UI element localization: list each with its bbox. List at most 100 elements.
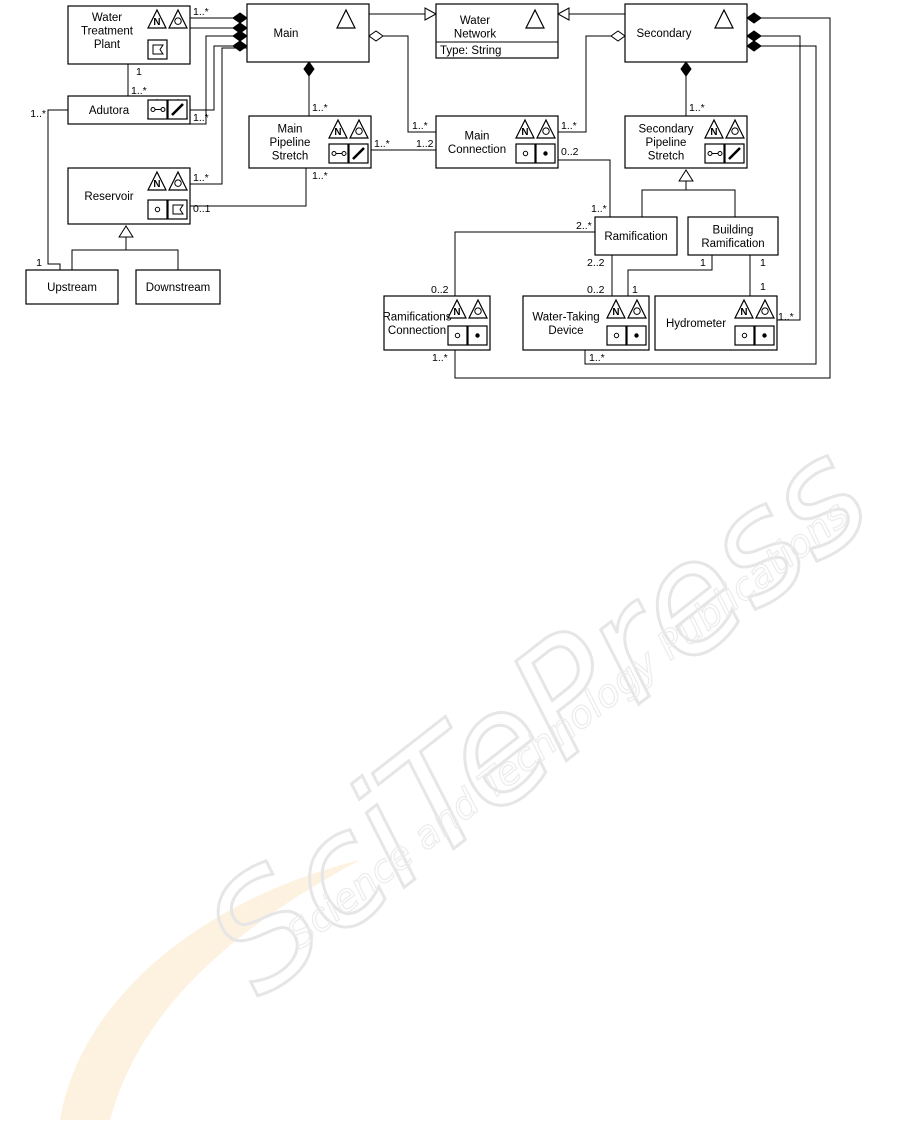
class-label: Pipeline bbox=[270, 137, 311, 149]
class-ramification: Ramification bbox=[594, 216, 678, 256]
dot-icon bbox=[535, 143, 556, 164]
network-icon: N bbox=[606, 298, 626, 319]
multiplicity-label: 2..2 bbox=[587, 257, 605, 269]
class-upstream: Upstream bbox=[25, 269, 119, 305]
dot-icon bbox=[754, 325, 775, 346]
composition-diamond bbox=[232, 22, 248, 34]
class-downstream: Downstream bbox=[135, 269, 221, 305]
class-label: Downstream bbox=[146, 282, 211, 294]
flag-icon bbox=[167, 199, 188, 220]
association-line bbox=[641, 189, 736, 217]
composition-diamond bbox=[232, 12, 248, 24]
multiplicity-label: 1..* bbox=[591, 203, 607, 215]
network-icon: N bbox=[447, 298, 467, 319]
network-icon: N bbox=[147, 8, 167, 29]
class-label: Main bbox=[465, 130, 490, 142]
multiplicity-label: 1..* bbox=[412, 120, 428, 132]
multiplicity-label: 1..* bbox=[589, 352, 605, 364]
point-icon bbox=[168, 8, 188, 29]
multiplicity-label: 1..* bbox=[312, 102, 328, 114]
class-main: Main bbox=[246, 3, 370, 63]
class-label: Secondary bbox=[639, 124, 694, 136]
svg-text:N: N bbox=[453, 307, 460, 318]
multiplicity-label: 1 bbox=[36, 257, 42, 269]
association-line bbox=[454, 17, 831, 379]
multiplicity-label: 1..* bbox=[193, 112, 209, 124]
generalization-arrow bbox=[424, 7, 438, 21]
multiplicity-label: 1..* bbox=[432, 352, 448, 364]
network-icon: N bbox=[147, 170, 167, 191]
node-icon bbox=[447, 325, 468, 346]
triangle-icon bbox=[714, 8, 734, 29]
flow-icon bbox=[704, 143, 725, 164]
class-label: Ramification bbox=[604, 231, 667, 243]
class-label: Plant bbox=[94, 39, 121, 51]
composition-diamond bbox=[232, 30, 248, 42]
class-label: Adutora bbox=[89, 105, 130, 117]
class-label: Connection bbox=[448, 144, 506, 156]
multiplicity-label: 1 bbox=[760, 281, 766, 293]
class-label: Hydrometer bbox=[666, 318, 726, 330]
multiplicity-label: 1..* bbox=[778, 311, 794, 323]
multiplicity-label: 0..2 bbox=[431, 284, 449, 296]
composition-diamond bbox=[746, 30, 762, 42]
association-line bbox=[190, 47, 247, 185]
network-icon: N bbox=[734, 298, 754, 319]
class-hydrometer: Hydrometer N bbox=[654, 295, 778, 351]
class-label: Secondary bbox=[637, 28, 692, 40]
generalization-line bbox=[71, 237, 127, 270]
multiplicity-label: 1 bbox=[700, 257, 706, 269]
class-label: Water bbox=[460, 15, 490, 27]
class-secondary: Secondary bbox=[624, 3, 748, 63]
association-line bbox=[584, 45, 817, 365]
multiplicity-label: 1..* bbox=[561, 120, 577, 132]
class-label: Treatment bbox=[81, 26, 134, 38]
class-label: Main bbox=[274, 28, 299, 40]
flow-icon bbox=[147, 99, 168, 120]
line-icon bbox=[348, 143, 369, 164]
class-label: Stretch bbox=[272, 151, 308, 163]
association-line bbox=[47, 109, 68, 270]
class-attribute: Type: String bbox=[440, 45, 501, 57]
generalization-line bbox=[126, 249, 179, 270]
multiplicity-label: 1..* bbox=[30, 108, 46, 120]
multiplicity-label: 1..* bbox=[374, 138, 390, 150]
svg-text:N: N bbox=[740, 307, 747, 318]
multiplicity-label: 1..* bbox=[689, 102, 705, 114]
node-icon bbox=[734, 325, 755, 346]
point-icon bbox=[725, 118, 745, 139]
point-icon bbox=[755, 298, 775, 319]
class-label: Ramifications bbox=[382, 311, 451, 323]
class-label: Ramification bbox=[701, 238, 764, 250]
svg-text:N: N bbox=[153, 17, 160, 28]
association-line bbox=[190, 45, 247, 111]
generalization-arrow bbox=[556, 7, 570, 21]
class-label: Main bbox=[278, 124, 303, 136]
class-label: Pipeline bbox=[646, 137, 687, 149]
aggregation-diamond bbox=[610, 30, 626, 42]
network-icon: N bbox=[328, 118, 348, 139]
class-label: Stretch bbox=[648, 151, 684, 163]
multiplicity-label: 0..2 bbox=[561, 146, 579, 158]
node-icon bbox=[515, 143, 536, 164]
association-line bbox=[190, 168, 307, 207]
multiplicity-label: 1..2 bbox=[416, 138, 434, 150]
class-adutora: AdutoraN bbox=[67, 95, 191, 125]
network-icon: N bbox=[704, 118, 724, 139]
svg-text:N: N bbox=[612, 307, 619, 318]
aggregation-diamond bbox=[368, 30, 384, 42]
multiplicity-label: 1..* bbox=[312, 170, 328, 182]
generalization-arrow bbox=[678, 169, 694, 182]
multiplicity-label: 1 bbox=[632, 284, 638, 296]
composition-diamond bbox=[232, 40, 248, 52]
svg-text:N: N bbox=[521, 127, 528, 138]
